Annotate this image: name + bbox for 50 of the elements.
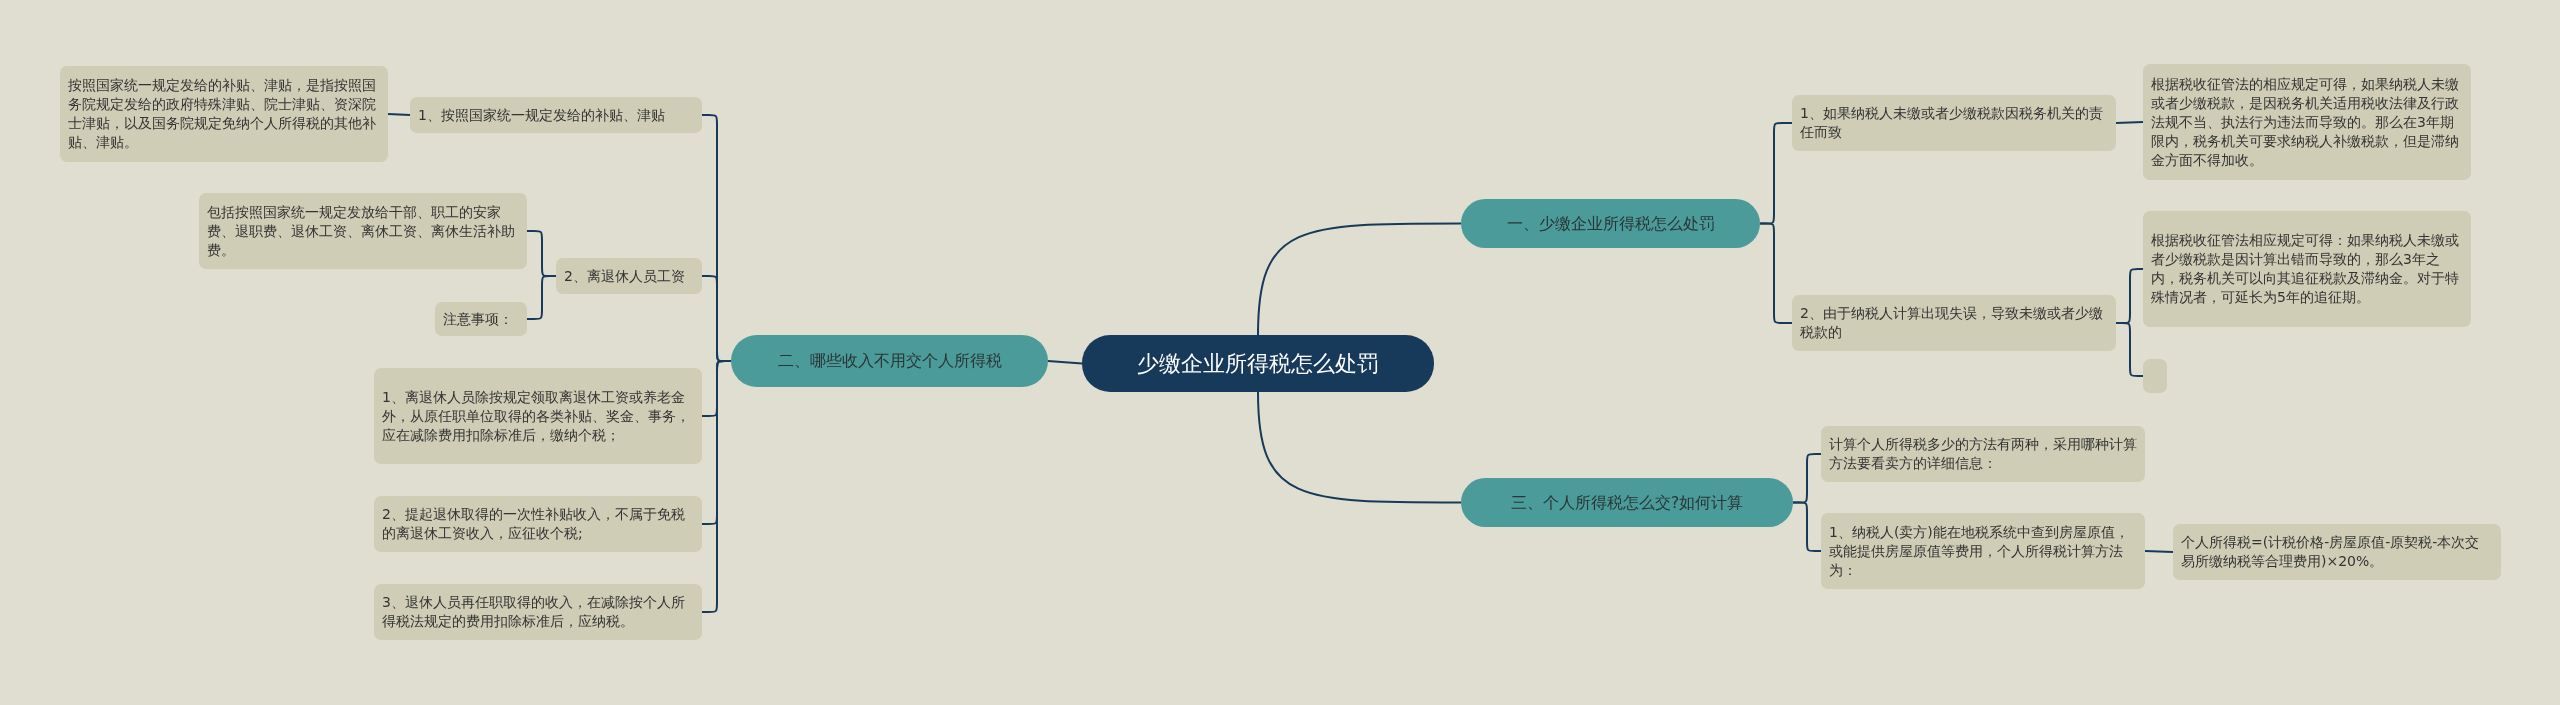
branch-topic bbox=[1461, 199, 1760, 248]
node-text: 注意事项： bbox=[443, 309, 513, 329]
root-topic bbox=[1082, 335, 1434, 392]
note-box bbox=[2143, 64, 2471, 180]
node-text: 少缴企业所得税怎么处罚 bbox=[1137, 350, 1379, 378]
note-box bbox=[2143, 211, 2471, 327]
node-text: 按照国家统一规定发给的补贴、津贴，是指按照国务院规定发给的政府特殊津贴、院士津贴、资深院士津贴，以及国务院规定免纳个人所得税的其他补贴、津贴。 bbox=[68, 76, 377, 152]
note-box bbox=[374, 496, 702, 552]
branch-topic bbox=[731, 335, 1048, 387]
connector-line bbox=[1257, 391, 1462, 504]
note-box bbox=[1821, 426, 2145, 482]
connector-line bbox=[1257, 222, 1462, 336]
connector-line bbox=[2144, 550, 2174, 553]
connector-line bbox=[701, 360, 732, 613]
node-text: 1、如果纳税人未缴或者少缴税款因税务机关的责任而致 bbox=[1800, 104, 2104, 142]
note-box bbox=[60, 66, 388, 162]
note-box bbox=[1792, 295, 2116, 351]
node-text: 包括按照国家统一规定发放给干部、职工的安家费、退职费、退休工资、离休工资、离休生活补助费。 bbox=[207, 202, 516, 260]
node-text: 根据税收征管法相应规定可得：如果纳税人未缴或者少缴税款是因计算出错而导致的，那么3年之内，税务机关可以向其追征税款及滞纳金。对于特殊情况者，可延长为5年的追征期。 bbox=[2151, 231, 2460, 307]
note-box bbox=[2173, 524, 2501, 580]
node-text: 3、退休人员再任职取得的收入，在减除按个人所得税法规定的费用扣除标准后，应纳税。 bbox=[382, 593, 686, 631]
node-text: 计算个人所得税多少的方法有两种，采用哪种计算方法要看卖方的详细信息： bbox=[1829, 435, 2137, 473]
note-box bbox=[374, 368, 702, 464]
note-box bbox=[435, 302, 527, 336]
node-text: 1、离退休人员除按规定领取离退休工资或养老金外，从原任职单位取得的各类补贴、奖金、事务，应在减除费用扣除标准后，缴纳个税； bbox=[382, 387, 691, 445]
note-box bbox=[556, 258, 702, 294]
node-text: 1、按照国家统一规定发给的补贴、津贴 bbox=[418, 105, 665, 125]
connector-line bbox=[1047, 360, 1083, 365]
note-box bbox=[410, 97, 702, 133]
node-text: 1、纳税人(卖方)能在地税系统中查到房屋原值，或能提供房屋原值等费用，个人所得税计算方法为： bbox=[1829, 522, 2130, 580]
connector-line bbox=[1792, 501, 1822, 552]
note-box bbox=[1821, 513, 2145, 589]
connector-line bbox=[2115, 121, 2144, 124]
note-box bbox=[374, 584, 702, 640]
node-text: 2、由于纳税人计算出现失误，导致未缴或者少缴税款的 bbox=[1800, 304, 2104, 342]
node-text: 2、提起退休取得的一次性补贴收入，不属于免税的离退休工资收入，应征收个税; bbox=[382, 505, 686, 543]
note-box bbox=[199, 193, 527, 269]
node-text: 个人所得税=(计税价格-房屋原值-原契税-本次交易所缴纳税等合理费用)×20%。 bbox=[2181, 533, 2481, 571]
connector-line bbox=[2115, 322, 2144, 377]
connector-line bbox=[526, 275, 557, 320]
note-box bbox=[1792, 95, 2116, 151]
connector-line bbox=[1759, 222, 1793, 324]
branch-topic bbox=[1461, 478, 1793, 527]
empty-box bbox=[2143, 359, 2167, 393]
node-text: 二、哪些收入不用交个人所得税 bbox=[777, 350, 1002, 372]
connector-line bbox=[387, 113, 411, 116]
node-text: 三、个人所得税怎么交?如何计算 bbox=[1510, 491, 1744, 514]
node-text: 一、少缴企业所得税怎么处罚 bbox=[1506, 212, 1715, 235]
node-text: 2、离退休人员工资 bbox=[564, 266, 685, 286]
node-text: 根据税收征管法的相应规定可得，如果纳税人未缴或者少缴税款，是因税务机关适用税收法律及行政法规不当、执法行为违法而导致的。那么在3年期限内，税务机关可要求纳税人补缴税款，但是滞纳金方面不得加收。 bbox=[2151, 74, 2460, 170]
